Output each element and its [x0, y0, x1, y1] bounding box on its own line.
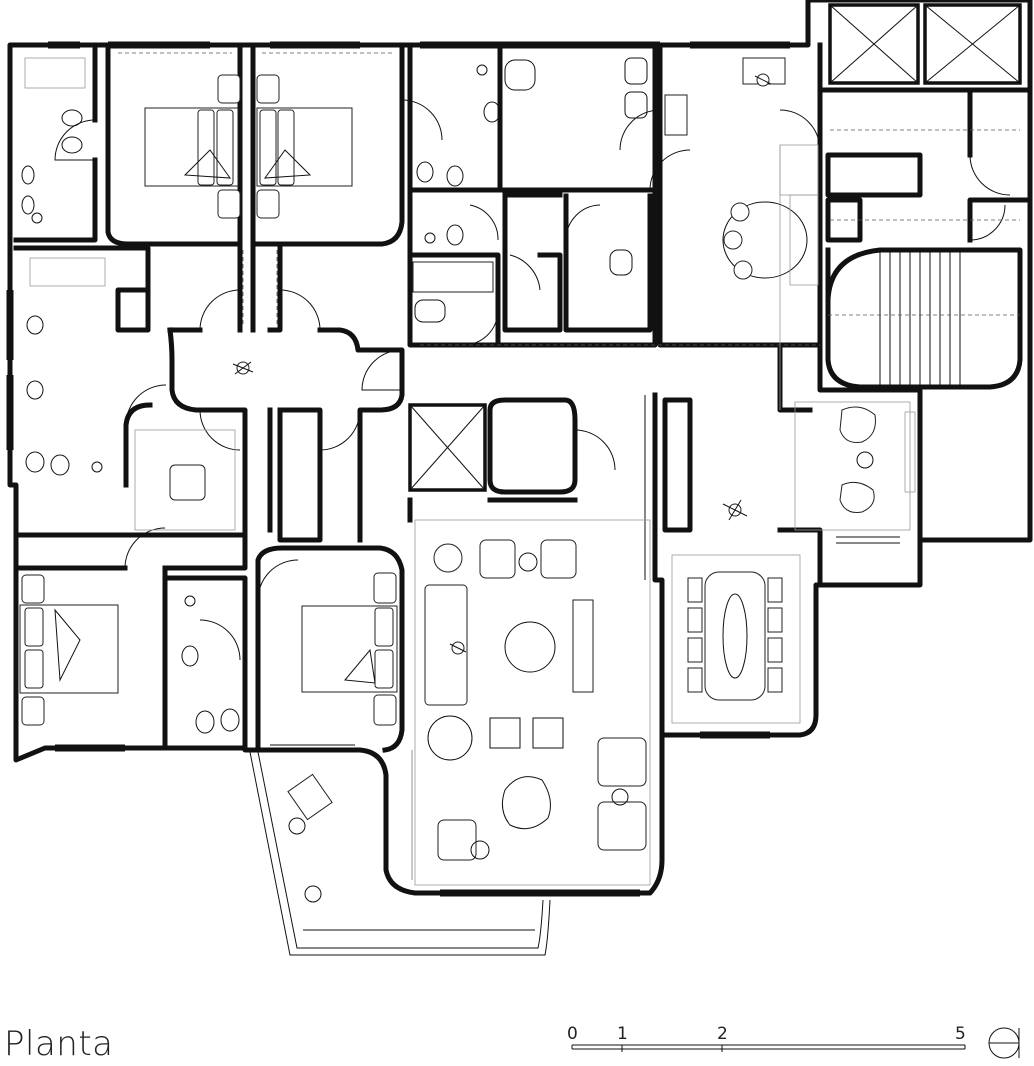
scale-label-1: 1	[617, 1024, 628, 1044]
balcony-lounge	[794, 401, 916, 531]
drawing-title: Planta	[4, 1024, 114, 1064]
ottoman	[169, 464, 206, 501]
scale-label-2: 2	[717, 1024, 728, 1044]
dashed-lines	[118, 52, 1020, 346]
scale-bar: 0 1 2 5	[567, 1024, 966, 1052]
scale-label-0: 0	[567, 1024, 578, 1044]
north-arrow-icon	[988, 1027, 1020, 1059]
sofa-icon	[411, 519, 651, 886]
scale-label-5: 5	[955, 1024, 966, 1044]
bathroom-fixtures	[21, 57, 648, 734]
core-walls	[817, 3, 1033, 390]
dining-table-icon	[671, 554, 801, 724]
kitchen	[664, 57, 819, 410]
doors	[54, 99, 1011, 661]
exterior-walls	[7, 0, 1033, 896]
left-wing-interior-walls	[13, 42, 405, 753]
windows	[6, 41, 900, 897]
bed-icon	[19, 74, 398, 726]
stair-icon	[825, 247, 1023, 390]
central-core	[407, 397, 578, 523]
person-figure-icon	[232, 73, 772, 655]
rug	[134, 429, 236, 531]
elevator-icon	[829, 4, 1021, 84]
terrace	[249, 751, 551, 956]
